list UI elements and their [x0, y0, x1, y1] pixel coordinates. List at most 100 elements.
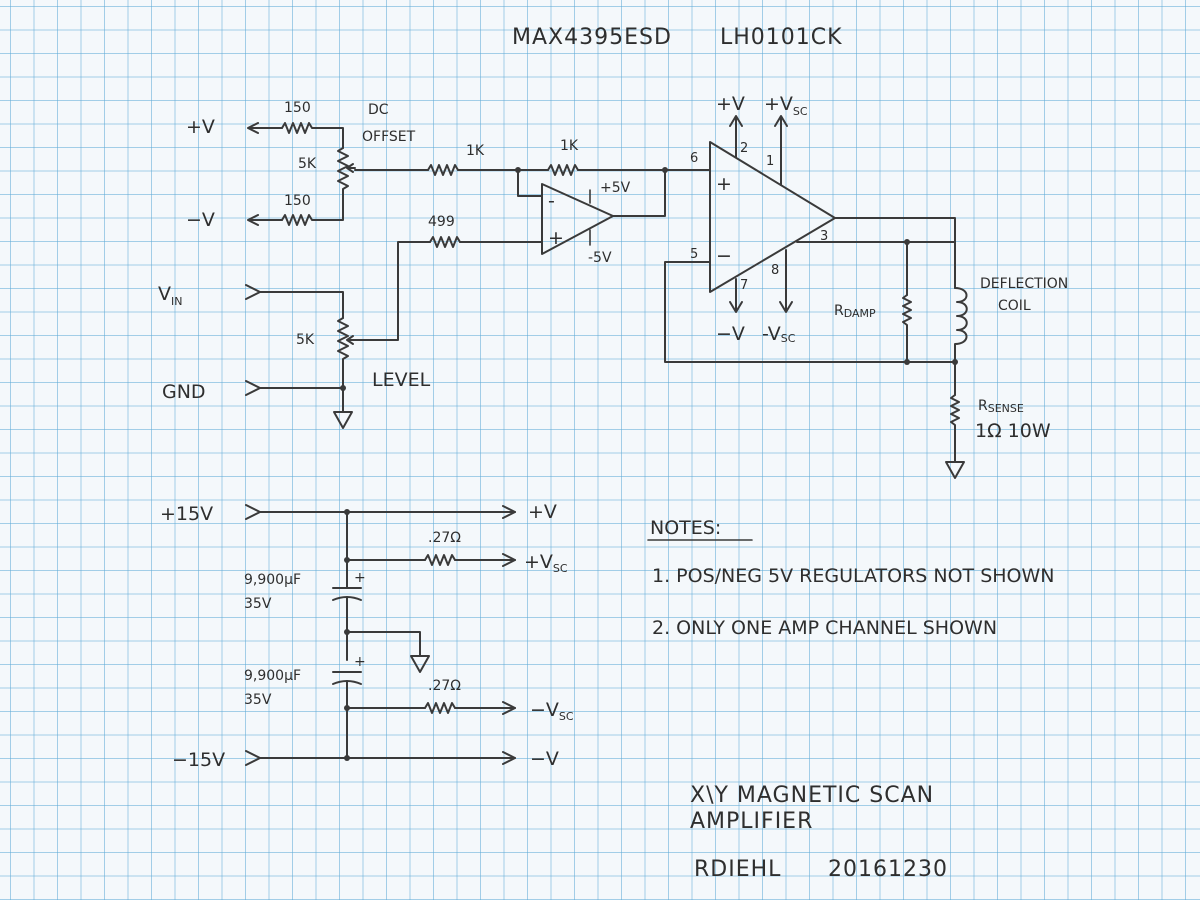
dc-offset-label-1: DC: [368, 102, 389, 118]
level-pot: [337, 317, 349, 363]
power-amp-plus: +: [716, 173, 732, 195]
power-amp-triangle: [709, 141, 836, 293]
out-vsc-neg-label: −VSC: [530, 699, 574, 723]
pin-6: 6: [690, 151, 698, 166]
pin8-arrow: [779, 301, 793, 313]
supply-in-pos-label: +15V: [160, 503, 213, 525]
notes-heading: NOTES:: [650, 517, 721, 539]
supply-in-pos-arrow: [245, 504, 261, 520]
rdamp-resistor: [902, 294, 912, 363]
level-wiper-wire: [359, 241, 431, 341]
vin-arrow: [245, 284, 261, 300]
offset-r-bottom-value: 150: [284, 193, 311, 209]
out-vsc-pos-arrow: [502, 553, 516, 567]
opamp1-plus: +: [548, 227, 564, 249]
rdamp-label: RDAMP: [834, 303, 876, 320]
pin-1: 1: [766, 154, 774, 169]
pin-7: 7: [740, 278, 748, 293]
vin-label: VIN: [158, 283, 182, 308]
cap-mid-gnd-wire: [346, 631, 421, 657]
offset-top-wire: [248, 127, 344, 149]
power-amp-minus: −: [716, 245, 732, 267]
pin1-arrow: [774, 115, 788, 127]
opamp1-minus: -: [548, 190, 555, 212]
offset-pot: [337, 147, 349, 193]
r-offset-1k-value: 1K: [466, 143, 485, 159]
power-amp-output-wire: [834, 217, 956, 289]
opamp1-output-wire: [612, 169, 666, 217]
ground-symbol-input: [333, 411, 353, 429]
out-v-neg-label: −V: [530, 748, 559, 770]
power-amp-vpos: +V: [716, 93, 745, 115]
power-amp-inv-input-wire: [664, 261, 956, 363]
rsense-label: RSENSE: [978, 398, 1024, 415]
cap-bottom-value: 9,900µF: [244, 668, 301, 684]
r-vsc-pos-value: .27Ω: [428, 530, 461, 546]
gnd-node-dot: [340, 385, 346, 391]
ground-symbol-sense: [945, 461, 965, 479]
title-line-2: AMPLIFIER: [690, 809, 813, 834]
offset-pot-value: 5K: [298, 156, 317, 172]
r-feedback-1k: [547, 164, 579, 176]
part-number-lh0101: LH0101CK: [720, 25, 843, 50]
r-level-499-value: 499: [428, 214, 455, 230]
offset-r-bottom: [281, 214, 315, 226]
offset-vneg-label: −V: [186, 209, 215, 231]
opamp1-vneg-label: -5V: [588, 250, 612, 266]
power-amp-vneg: −V: [716, 323, 745, 345]
r-vsc-pos: [424, 554, 456, 566]
summing-node-wire: [457, 169, 543, 197]
pin7-arrow: [729, 301, 743, 313]
pin-3: 3: [820, 229, 828, 244]
cap-bottom-plus: +: [354, 654, 366, 670]
out-v-neg-arrow: [502, 751, 516, 765]
deflection-coil-label-2: COIL: [998, 298, 1031, 314]
level-pot-wiper: [346, 335, 361, 345]
out-v-pos-arrow: [502, 505, 516, 519]
r-vsc-neg: [424, 702, 456, 714]
offset-vpos-label: +V: [186, 116, 215, 138]
cap-top-voltage: 35V: [244, 596, 272, 612]
power-amp-vsc-pos: +VSC: [764, 93, 808, 118]
level-pot-value: 5K: [296, 332, 315, 348]
cap-bottom-voltage: 35V: [244, 692, 272, 708]
rdamp-bottom-node: [904, 359, 910, 365]
r-level-499: [429, 236, 461, 248]
power-amp-vsc-neg: -VSC: [762, 323, 796, 345]
note-1: 1. POS/NEG 5V REGULATORS NOT SHOWN: [652, 565, 1055, 587]
rsense-resistor: [950, 394, 960, 463]
offset-pot-wiper: [346, 163, 356, 173]
pin-2: 2: [740, 141, 748, 156]
opamp1-triangle: [541, 183, 614, 255]
r-offset-1k: [427, 164, 459, 176]
pin2-arrow: [729, 115, 743, 127]
out-vsc-neg-arrow: [502, 701, 516, 715]
part-number-max4395: MAX4395ESD: [512, 25, 672, 50]
ground-symbol-supply: [410, 655, 430, 673]
deflection-coil-label-1: DEFLECTION: [980, 276, 1068, 292]
supply-in-neg-label: −15V: [172, 749, 225, 771]
out-vsc-pos-label: +VSC: [524, 551, 568, 575]
pin-8: 8: [771, 263, 779, 278]
author: RDIEHL: [694, 857, 781, 882]
r-feedback-1k-value: 1K: [560, 138, 579, 154]
offset-r-top: [281, 122, 315, 134]
opamp1-vpos-label: +5V: [600, 180, 631, 196]
note-2: 2. ONLY ONE AMP CHANNEL SHOWN: [652, 617, 997, 639]
supply-in-neg-arrow: [245, 750, 261, 766]
rsense-value: 1Ω 10W: [975, 420, 1051, 442]
cap-top-plus: +: [354, 570, 366, 586]
level-label: LEVEL: [372, 369, 431, 391]
pin-5: 5: [690, 247, 698, 262]
date: 20161230: [828, 857, 948, 882]
gnd-arrow: [245, 380, 261, 396]
title-line-1: X\Y MAGNETIC SCAN: [690, 783, 934, 808]
gnd-label: GND: [162, 381, 206, 403]
vin-wire: [259, 291, 344, 319]
r-vsc-neg-value: .27Ω: [428, 678, 461, 694]
offset-r-top-value: 150: [284, 100, 311, 116]
cap-top-value: 9,900µF: [244, 572, 301, 588]
offset-bottom-wire: [248, 191, 344, 221]
